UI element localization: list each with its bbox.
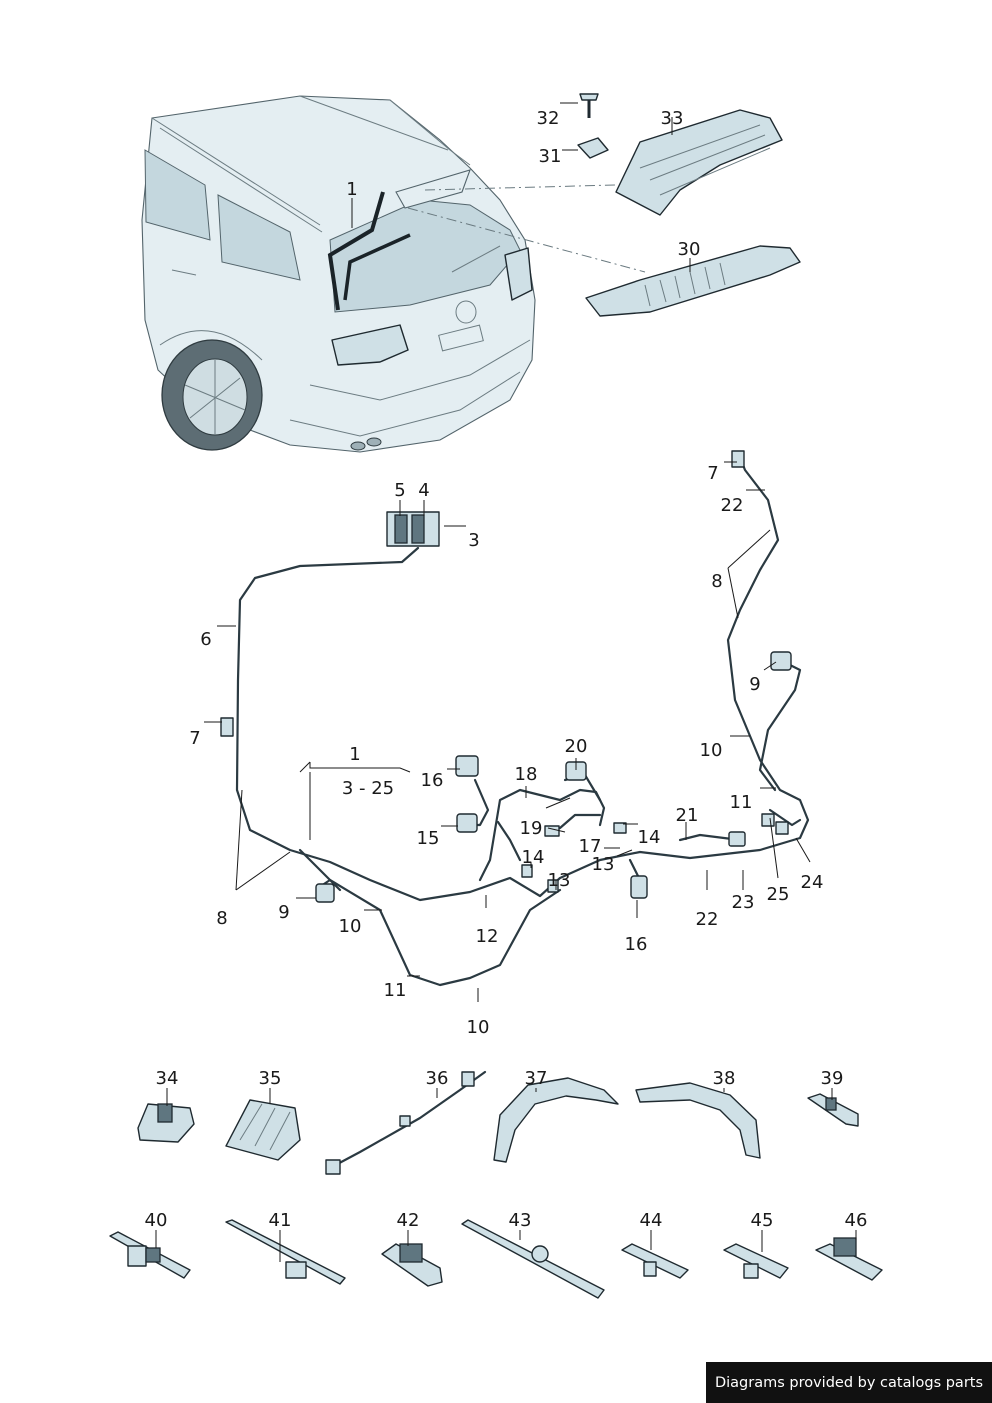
callout-10-b: 10 [467, 1017, 490, 1038]
callout-22-b: 22 [696, 909, 719, 930]
callout-30: 30 [678, 239, 701, 260]
callout-19: 19 [520, 818, 543, 839]
callout-9-left: 9 [278, 902, 289, 923]
callout-15: 15 [417, 828, 440, 849]
part-40-cable-tie [109, 1231, 191, 1279]
callout-5: 5 [394, 480, 405, 501]
callout-20: 20 [565, 736, 588, 757]
part-36-cable-strip [325, 1070, 487, 1175]
callout-37: 37 [525, 1068, 548, 1089]
part-37-arch-liner [493, 1077, 619, 1163]
part-32-screw [579, 93, 599, 118]
callout-23: 23 [732, 892, 755, 913]
callout-43: 43 [509, 1210, 532, 1231]
callout-44: 44 [640, 1210, 663, 1231]
callout-40: 40 [145, 1210, 168, 1231]
callout-14-a: 14 [522, 847, 545, 868]
callout-33: 33 [661, 108, 684, 129]
callout-8-right: 8 [711, 571, 722, 592]
callout-34: 34 [156, 1068, 179, 1089]
callout-46: 46 [845, 1210, 868, 1231]
callout-11-a: 11 [384, 980, 407, 1001]
callout-3: 3 [468, 530, 479, 551]
callout-31: 31 [539, 146, 562, 167]
callout-35: 35 [259, 1068, 282, 1089]
part-39-clip [807, 1093, 859, 1127]
callout-1-group: 1 [349, 744, 360, 765]
callout-24: 24 [801, 872, 824, 893]
callout-18: 18 [515, 764, 538, 785]
small-part-leaders [155, 1088, 857, 1262]
part-38-arch-liner [635, 1082, 761, 1159]
part-34-bracket [137, 1103, 195, 1143]
part-30-grommet-sleeve [585, 245, 801, 317]
vehicle-rear-illustration [141, 95, 646, 453]
callout-22-a: 22 [721, 495, 744, 516]
callout-13-a: 13 [548, 870, 571, 891]
callout-45: 45 [751, 1210, 774, 1231]
wiring-harness [220, 450, 810, 987]
callout-7-right: 7 [707, 463, 718, 484]
part-44-tape-clip [621, 1243, 689, 1279]
callout-32: 32 [537, 108, 560, 129]
callout-4: 4 [418, 480, 429, 501]
callout-41: 41 [269, 1210, 292, 1231]
callout-11-right: 11 [730, 792, 753, 813]
part-42-clip [381, 1243, 443, 1287]
part-35-holder [225, 1099, 301, 1161]
part-46-clip [815, 1237, 883, 1281]
callout-9-right: 9 [749, 674, 760, 695]
callout-17: 17 [579, 836, 602, 857]
callout-21: 21 [676, 805, 699, 826]
callout-8-left: 8 [216, 908, 227, 929]
callout-6: 6 [200, 629, 211, 650]
callout-16-b: 16 [625, 934, 648, 955]
callout-16-a: 16 [421, 770, 444, 791]
callout-labels: 1 32 33 31 30 5 4 3 6 7 1 3 - 25 8 9 10 … [145, 108, 868, 1231]
callout-39: 39 [821, 1068, 844, 1089]
callout-42: 42 [397, 1210, 420, 1231]
part-33-cover [615, 109, 783, 216]
callout-38: 38 [713, 1068, 736, 1089]
callout-14-b: 14 [638, 827, 661, 848]
callout-10-right: 10 [700, 740, 723, 761]
callout-12: 12 [476, 926, 499, 947]
part-41-cable-tie [225, 1219, 346, 1285]
part-31-clip-nut [577, 137, 609, 159]
part-45-tape-clip [723, 1243, 789, 1279]
callout-13-b: 13 [592, 854, 615, 875]
callout-7-left: 7 [189, 728, 200, 749]
callout-range: 3 - 25 [342, 778, 394, 799]
part-43-cable-tie [461, 1219, 605, 1299]
callout-10-a: 10 [339, 916, 362, 937]
callout-25: 25 [767, 884, 790, 905]
callout-1: 1 [346, 179, 357, 200]
callout-36: 36 [426, 1068, 449, 1089]
leader-lines [204, 102, 811, 1002]
catalog-credit-text: Diagrams provided by catalogs parts [714, 1374, 984, 1391]
catalog-credit-badge: Diagrams provided by catalogs parts [706, 1362, 992, 1403]
